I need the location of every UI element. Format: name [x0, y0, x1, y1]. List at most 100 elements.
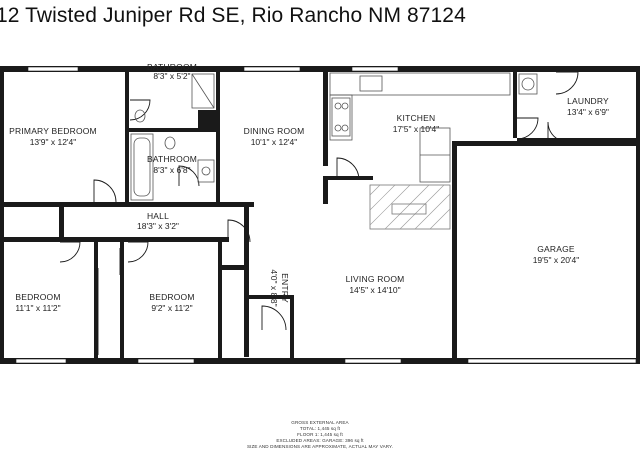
exterior-wall-top-mid — [128, 66, 328, 72]
dining-kitchen-wall — [323, 66, 328, 166]
address-title: 12 Twisted Juniper Rd SE, Rio Rancho NM … — [0, 4, 466, 27]
dims-bathroom-2: 8'3" x 6'8" — [153, 165, 190, 175]
bath-wall-left — [125, 66, 129, 206]
entry-wall-b — [222, 265, 244, 270]
window-4 — [15, 358, 67, 364]
bathtub — [130, 133, 154, 201]
washer — [518, 73, 538, 95]
laundry-wall-bottom — [517, 138, 640, 142]
sink-2 — [197, 159, 215, 183]
dims-dining-room: 10'1" x 12'4" — [251, 137, 298, 147]
kitchen-sink — [359, 75, 383, 92]
exterior-wall-left — [0, 66, 4, 364]
exterior-wall-bottom — [0, 358, 640, 364]
burner-1 — [334, 102, 342, 110]
window-5 — [137, 358, 195, 364]
garage-wall-left — [452, 141, 457, 364]
bedroom-divider — [94, 242, 98, 364]
laundry-wall-left — [513, 66, 517, 138]
washer-drum — [521, 77, 535, 91]
label-bedroom-2: BEDROOM — [149, 292, 194, 302]
area-heading: GROSS EXTERNAL AREA — [291, 420, 349, 425]
bedroom2-right — [218, 242, 222, 364]
window-3 — [351, 66, 399, 72]
stove — [331, 97, 351, 137]
label-entry: ENTRY — [280, 273, 290, 303]
door-laundry-2 — [555, 71, 579, 95]
door-bathroom-1 — [129, 99, 151, 121]
window-2 — [243, 66, 301, 72]
door-primary-bedroom — [93, 179, 117, 203]
burner-2 — [341, 102, 349, 110]
kitchen-wall-lower — [328, 176, 373, 180]
dims-bathroom-1: 8'3" x 5'2" — [153, 71, 190, 81]
hall-wall-bottom — [4, 237, 229, 242]
address-header: 12 Twisted Juniper Rd SE, Rio Rancho NM … — [0, 0, 640, 40]
area-disclaimer: SIZE AND DIMENSIONS ARE APPROXIMATE, ACT… — [247, 444, 393, 449]
label-kitchen: KITCHEN — [397, 113, 436, 123]
dims-hall: 18'3" x 3'2" — [137, 221, 179, 231]
shower-1-diag — [191, 73, 215, 109]
dims-primary-bedroom: 13'9" x 12'4" — [30, 137, 77, 147]
bath-wall-right — [216, 66, 220, 206]
fireplace-hatch — [369, 184, 451, 230]
hall-wall-top — [4, 202, 254, 207]
bath-divider — [129, 128, 216, 132]
dims-bedroom-1: 11'1" x 11'2" — [15, 303, 60, 313]
dims-entry: 4'0" x 8'8" — [269, 269, 279, 306]
door-kitchen — [336, 157, 360, 181]
area-total: TOTAL: 1,445 sq ft — [300, 426, 341, 431]
area-excluded: EXCLUDED AREAS: GARAGE: 396 sq ft — [276, 438, 364, 443]
garage-wall-top — [453, 141, 640, 146]
entry-wall-c — [249, 295, 294, 299]
fireplace — [369, 184, 451, 230]
bath-vanity-block — [198, 110, 220, 132]
toilet-1 — [134, 109, 146, 123]
exterior-wall-right — [636, 66, 640, 364]
fixtures — [130, 72, 538, 230]
entry-wall-d — [290, 295, 294, 364]
door-garage — [547, 121, 569, 143]
dims-kitchen: 17'5" x 10'4" — [393, 124, 440, 134]
hearth — [391, 203, 427, 215]
dims-garage: 19'5" x 20'4" — [533, 255, 580, 265]
room-labels: PRIMARY BEDROOM 13'9" x 12'4" BATHROOM 8… — [9, 62, 609, 313]
burner-4 — [341, 124, 349, 132]
kitchen-counter-left — [329, 94, 353, 141]
label-laundry: LAUNDRY — [567, 96, 609, 106]
area-floor: FLOOR 1: 1,445 sq ft — [297, 432, 343, 437]
shower-1 — [191, 73, 215, 109]
garage-door — [467, 358, 637, 364]
burner-3 — [334, 124, 342, 132]
bedroom2-left — [120, 242, 124, 364]
toilet-2 — [164, 136, 176, 150]
entry-wall-a — [244, 207, 249, 357]
label-garage: GARAGE — [537, 244, 575, 254]
window-1 — [27, 66, 79, 72]
dims-living-room: 14'5" x 14'10" — [349, 285, 400, 295]
sink-2-basin — [201, 166, 211, 176]
dims-laundry: 13'4" x 6'9" — [567, 107, 609, 117]
doors — [4, 71, 579, 355]
label-bedroom-1: BEDROOM — [15, 292, 60, 302]
label-bathroom-1: BATHROOM — [147, 62, 197, 72]
kitchen-counter-top — [329, 72, 511, 96]
label-primary-bedroom: PRIMARY BEDROOM — [9, 126, 97, 136]
exterior-wall-top-right — [328, 66, 640, 72]
window-6 — [344, 358, 402, 364]
label-hall: HALL — [147, 211, 169, 221]
door-entry — [261, 305, 287, 331]
bathtub-inner — [133, 137, 151, 197]
dims-bedroom-2: 9'2" x 11'2" — [151, 303, 192, 313]
door-bathroom-2 — [178, 165, 200, 187]
area-summary: GROSS EXTERNAL AREA TOTAL: 1,445 sq ft F… — [247, 420, 393, 449]
walls — [0, 66, 640, 364]
door-bedroom-1 — [127, 241, 149, 263]
label-living-room: LIVING ROOM — [346, 274, 405, 284]
hall-end — [59, 202, 64, 242]
door-hall — [227, 219, 251, 243]
label-dining-room: DINING ROOM — [244, 126, 305, 136]
door-laundry-1 — [516, 117, 539, 140]
windows — [15, 66, 637, 364]
